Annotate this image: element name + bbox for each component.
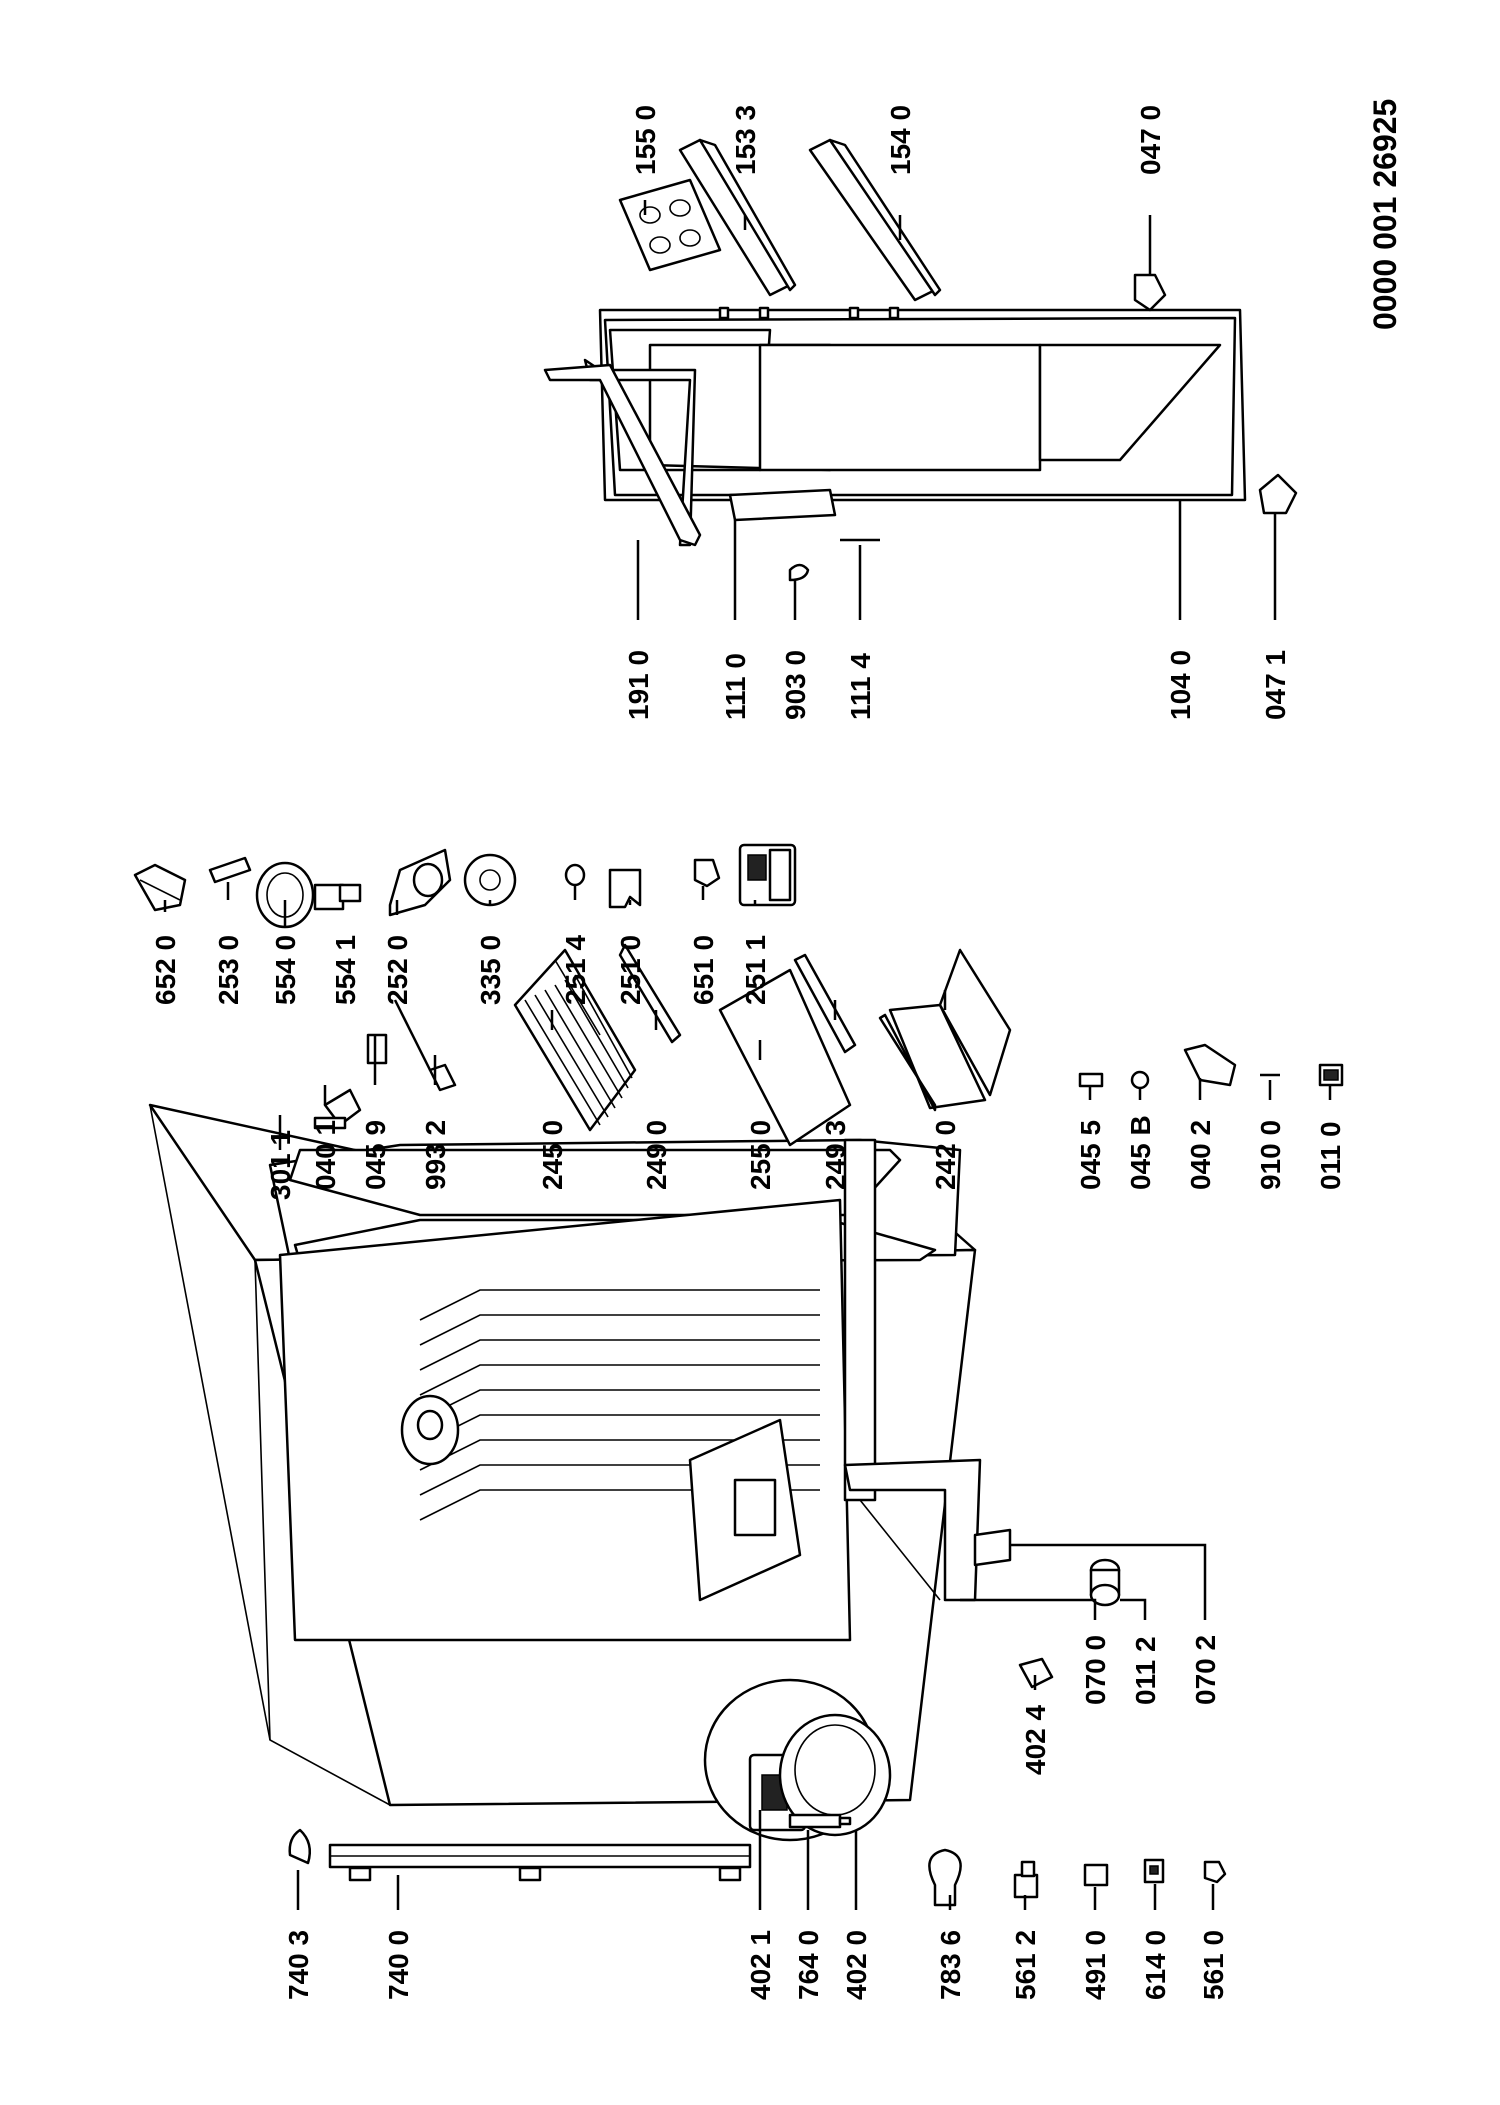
label-2420: 242 0	[930, 1120, 961, 1190]
label-045B: 045 B	[1125, 1115, 1156, 1190]
part-2514-icon	[564, 863, 586, 887]
diagram-title: 0000 001 26925	[1367, 99, 1403, 330]
part-4024-icon	[1018, 1657, 1054, 1689]
egg-tray-1550	[618, 178, 722, 272]
handle-1110	[728, 488, 837, 522]
label-1040: 104 0	[1165, 650, 1196, 720]
part-9030-icon	[788, 563, 810, 582]
shelf-rail-2493	[793, 953, 857, 1054]
part-0459-icon	[366, 1033, 388, 1065]
door-bin-1540	[808, 138, 942, 302]
label-4024: 402 4	[1020, 1705, 1051, 1775]
glass-shelf-2550	[718, 968, 852, 1147]
part-7640-icon	[788, 1813, 852, 1829]
label-0402: 040 2	[1185, 1120, 1216, 1190]
part-2510-icon	[608, 868, 642, 909]
label-2530: 253 0	[213, 935, 244, 1005]
leader-lines	[163, 200, 1332, 1910]
label-6140: 614 0	[1140, 1930, 1171, 2000]
label-0455: 045 5	[1075, 1120, 1106, 1190]
wire-shelf-2450	[513, 948, 637, 1132]
label-5612: 561 2	[1010, 1930, 1041, 2000]
label-0110: 011 0	[1315, 1121, 1346, 1190]
part-6520-icon	[133, 863, 187, 912]
label-7400: 740 0	[383, 1930, 414, 2000]
label-1550: 155 0	[630, 105, 661, 175]
part-5541-icon	[338, 883, 362, 903]
label-1533: 153 3	[730, 105, 761, 175]
part-2530-icon	[208, 856, 252, 884]
label-2493: 249 3	[820, 1120, 851, 1190]
label-7403: 740 3	[283, 1930, 314, 2000]
label-7836: 783 6	[935, 1930, 966, 2000]
part-2511-icon	[738, 843, 797, 907]
part-6510-icon	[693, 858, 721, 888]
label-1910: 191 0	[623, 650, 654, 720]
part-5612-icon	[1013, 1860, 1039, 1899]
label-5540: 554 0	[270, 935, 301, 1005]
shelf-rail-2490	[618, 943, 682, 1044]
knob-3350-icon	[463, 853, 517, 907]
label-1114: 111 4	[845, 653, 876, 720]
crisper-drawer-2420	[878, 948, 1012, 1112]
part-0401-icon	[313, 1088, 362, 1130]
cabinet-body	[148, 1103, 982, 1807]
label-4021: 402 1	[745, 1930, 776, 2000]
label-5541: 554 1	[330, 935, 361, 1005]
label-1110: 111 0	[720, 653, 751, 720]
door-bin-1533	[678, 138, 797, 297]
label-0401: 040 1	[310, 1120, 341, 1190]
part-labels: 740 3 740 0 402 1 764 0 402 0 783 6 561 …	[150, 105, 1346, 2000]
label-3350: 335 0	[475, 935, 506, 1005]
label-4020: 402 0	[841, 1930, 872, 2000]
part-0402-icon	[1183, 1043, 1237, 1087]
label-0700: 070 0	[1080, 1635, 1111, 1705]
hinge-0471-icon	[1258, 473, 1298, 515]
label-9030: 903 0	[780, 650, 811, 720]
part-0455-icon	[1078, 1072, 1104, 1088]
label-2510: 251 0	[615, 935, 646, 1005]
label-2450: 245 0	[537, 1120, 568, 1190]
label-4910: 491 0	[1080, 1930, 1111, 2000]
part-5610-icon	[1203, 1860, 1227, 1884]
label-6510: 651 0	[688, 935, 719, 1005]
part-0112-icon	[1089, 1558, 1121, 1607]
label-3011: 301 1	[265, 1130, 296, 1200]
label-7640: 764 0	[793, 1930, 824, 2000]
label-0112: 011 2	[1130, 1636, 1161, 1705]
hinge-0470-icon	[1133, 273, 1167, 312]
part-6140-icon	[1143, 1858, 1165, 1884]
door-gasket-1910	[543, 363, 702, 547]
part-0702-icon	[973, 1528, 1012, 1567]
label-0470: 047 0	[1135, 105, 1166, 175]
condenser	[328, 1843, 752, 1882]
part-7836-icon	[928, 1848, 962, 1907]
label-2520: 252 0	[382, 935, 413, 1005]
compressor-assembly	[703, 1678, 892, 1842]
label-2550: 255 0	[745, 1120, 776, 1190]
part-4910-icon	[1083, 1863, 1109, 1887]
label-5610: 561 0	[1198, 1930, 1229, 2000]
label-9100: 910 0	[1255, 1120, 1286, 1190]
label-2490: 249 0	[641, 1120, 672, 1190]
label-2514: 251 4	[560, 935, 591, 1005]
part-5540-icon	[255, 861, 345, 929]
label-9932: 993 2	[420, 1120, 451, 1190]
label-2511: 251 1	[740, 935, 771, 1005]
label-6520: 652 0	[150, 935, 181, 1005]
label-0702: 070 2	[1190, 1635, 1221, 1705]
label-1540: 154 0	[885, 105, 916, 175]
part-0110-icon	[1318, 1063, 1344, 1087]
thermostat-housing-2520	[388, 848, 452, 917]
part-9932-icon	[393, 999, 457, 1092]
part-7403-icon	[288, 1828, 311, 1865]
label-0471: 047 1	[1260, 650, 1291, 720]
label-0459: 045 9	[360, 1120, 391, 1190]
door-assembly	[583, 306, 1247, 547]
part-045B-icon	[1130, 1070, 1150, 1090]
